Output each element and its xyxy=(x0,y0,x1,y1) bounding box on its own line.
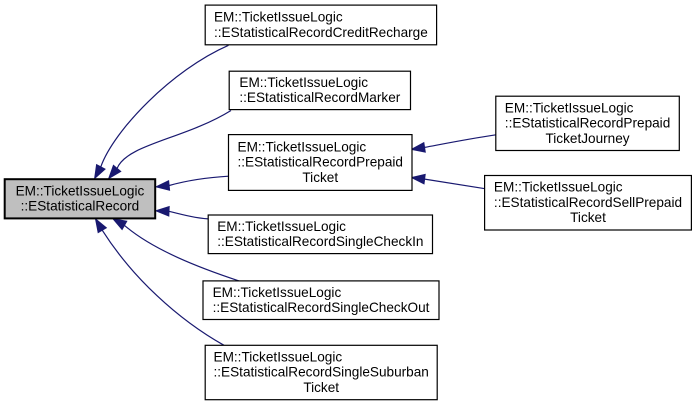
svg-text:::EStatisticalRecordSellPrepai: ::EStatisticalRecordSellPrepaid xyxy=(494,195,682,210)
svg-text:Ticket: Ticket xyxy=(303,380,339,395)
svg-text:EM::TicketIssueLogic: EM::TicketIssueLogic xyxy=(239,75,368,90)
svg-text:EM::TicketIssueLogic: EM::TicketIssueLogic xyxy=(16,183,145,198)
svg-text:::EStatisticalRecordSingleChec: ::EStatisticalRecordSingleCheckOut xyxy=(213,300,430,315)
svg-text:::EStatisticalRecordPrepaid: ::EStatisticalRecordPrepaid xyxy=(505,116,670,131)
svg-text:EM::TicketIssueLogic: EM::TicketIssueLogic xyxy=(214,349,343,364)
svg-text:EM::TicketIssueLogic: EM::TicketIssueLogic xyxy=(217,219,346,234)
svg-text:EM::TicketIssueLogic: EM::TicketIssueLogic xyxy=(238,139,367,154)
svg-text:::EStatisticalRecordMarker: ::EStatisticalRecordMarker xyxy=(239,90,400,105)
svg-text:EM::TicketIssueLogic: EM::TicketIssueLogic xyxy=(213,285,342,300)
svg-text:EM::TicketIssueLogic: EM::TicketIssueLogic xyxy=(505,100,634,115)
svg-text:Ticket: Ticket xyxy=(302,170,338,185)
svg-text:TicketJourney: TicketJourney xyxy=(545,131,629,146)
svg-text:Ticket: Ticket xyxy=(570,210,606,225)
svg-text:::EStatisticalRecordCreditRech: ::EStatisticalRecordCreditRecharge xyxy=(214,25,428,40)
svg-text:::EStatisticalRecordSingleChec: ::EStatisticalRecordSingleCheckIn xyxy=(217,234,423,249)
svg-text:EM::TicketIssueLogic: EM::TicketIssueLogic xyxy=(214,10,343,25)
svg-text:::EStatisticalRecordSingleSubu: ::EStatisticalRecordSingleSuburban xyxy=(214,365,429,380)
svg-text:::EStatisticalRecord: ::EStatisticalRecord xyxy=(21,199,140,214)
svg-text:::EStatisticalRecordPrepaid: ::EStatisticalRecordPrepaid xyxy=(238,155,403,170)
svg-text:EM::TicketIssueLogic: EM::TicketIssueLogic xyxy=(494,180,623,195)
